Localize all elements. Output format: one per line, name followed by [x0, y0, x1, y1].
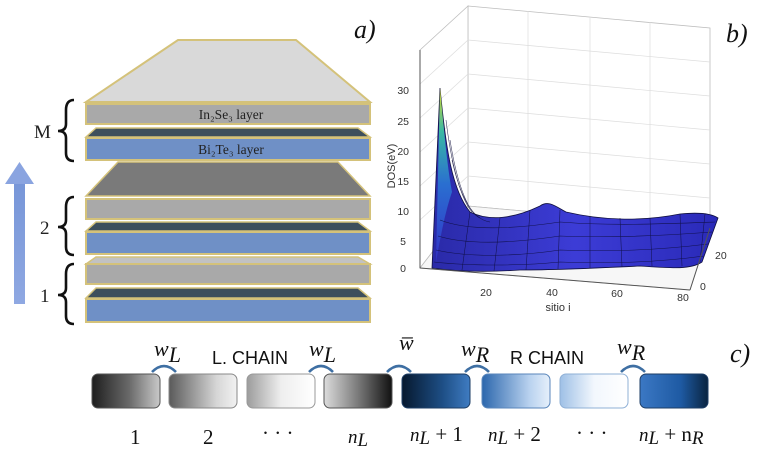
coupling-wl-2: wL [309, 336, 336, 367]
index-nl: nL [348, 427, 368, 451]
index-nl-plus-nr: nL + nR [639, 422, 704, 449]
brace-m [57, 98, 75, 163]
brace-2 [57, 195, 75, 257]
arc-dots-nlnr [620, 364, 646, 373]
dark-interlayer-1 [84, 287, 373, 299]
coupling-wr-1: wR [461, 336, 490, 367]
z-tick-25: 25 [397, 116, 409, 128]
index-nl-plus-1: nL + 1 [410, 422, 463, 449]
braces [57, 98, 75, 326]
site-nl-plus-1 [401, 373, 471, 409]
x-tick-20: 20 [480, 287, 492, 299]
dos-peak [436, 88, 452, 262]
x-tick-40: 40 [546, 287, 558, 299]
z-tick-30: 30 [397, 85, 409, 97]
coupling-arcs [151, 364, 646, 373]
site-nl [323, 373, 393, 409]
x-tick-60: 60 [611, 288, 623, 300]
x-tick-80: 80 [677, 292, 689, 304]
index-dots-left: · · · [262, 421, 293, 445]
z-tick-20: 20 [397, 146, 409, 158]
index-2: 2 [203, 425, 214, 449]
index-1: 1 [130, 425, 141, 449]
in2se3-layer-1 [85, 263, 371, 285]
site-nl-plus-nr [639, 373, 709, 409]
z-axis-title: DOS(eV) [386, 144, 398, 189]
group-label-1: 1 [40, 286, 50, 307]
arc-1-2 [151, 364, 177, 373]
bi2te3-layer-2 [85, 231, 371, 255]
site-1 [91, 373, 161, 409]
arc-dots-nl [308, 364, 334, 373]
x-axis-title: sitio i [545, 302, 570, 314]
index-nl-plus-2: nL + 2 [488, 422, 541, 449]
group-label-m: M [34, 122, 51, 143]
chain-sites [91, 373, 709, 409]
index-dots-right: · · · [576, 421, 607, 445]
panel-label-a: a) [354, 15, 376, 44]
coupling-wbar: w̅ [399, 330, 414, 355]
bi2te3-layer-1 [85, 298, 371, 323]
plot-axes [419, 50, 711, 291]
left-chain-label: L. CHAIN [212, 348, 288, 368]
stack-top-face [82, 39, 373, 103]
site-nl-plus-2 [481, 373, 551, 409]
dark-interlayer-m [84, 127, 373, 138]
panel-label-c: c) [730, 339, 750, 368]
group-label-2: 2 [40, 218, 50, 239]
bi2te3-layer-m [85, 137, 371, 161]
bi2te3-layer-label: Bi₂Te₃ layer [198, 142, 264, 157]
site-2 [168, 373, 238, 409]
z-tick-5: 5 [400, 236, 406, 248]
y-tick-0: 0 [700, 281, 706, 293]
arc-nl-nl1 [386, 364, 412, 373]
coupling-wl-1: wL [154, 336, 181, 367]
y-tick-20: 20 [715, 250, 727, 262]
light-interlayer-1 [83, 256, 373, 265]
layer-stack: In₂Se₃ layer Bi₂Te₃ layer [82, 39, 373, 323]
gap-block [84, 161, 372, 197]
site-dots-left [246, 373, 316, 409]
site-dots-right [559, 373, 629, 409]
dos-surface-plot: 0 5 10 15 20 25 30 DOS(eV) 20 40 60 80 s… [386, 5, 727, 314]
in2se3-layer-m [85, 103, 371, 125]
z-tick-10: 10 [397, 206, 409, 218]
growth-arrow-icon [5, 162, 34, 304]
z-tick-0: 0 [400, 263, 406, 275]
surface-mesh [433, 119, 716, 272]
dark-interlayer-2 [84, 221, 373, 232]
right-chain-label: R CHAIN [510, 348, 584, 368]
arc-nl1-nl2 [464, 364, 490, 373]
z-tick-15: 15 [397, 176, 409, 188]
panel-label-b: b) [726, 19, 748, 48]
brace-1 [57, 262, 75, 326]
coupling-wr-2: wR [617, 334, 646, 365]
in2se3-layer-2 [85, 198, 371, 220]
in2se3-layer-label: In₂Se₃ layer [199, 107, 264, 122]
